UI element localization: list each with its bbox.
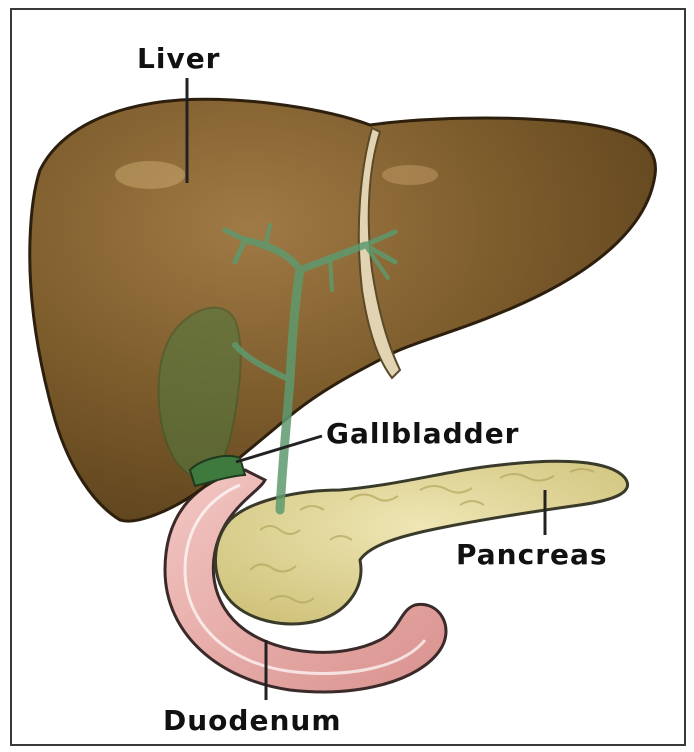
duodenum-label: Duodenum bbox=[163, 704, 342, 737]
liver bbox=[30, 99, 656, 521]
gallbladder-label: Gallbladder bbox=[326, 417, 520, 450]
liver-label: Liver bbox=[137, 42, 221, 75]
pancreas-label: Pancreas bbox=[456, 538, 608, 571]
